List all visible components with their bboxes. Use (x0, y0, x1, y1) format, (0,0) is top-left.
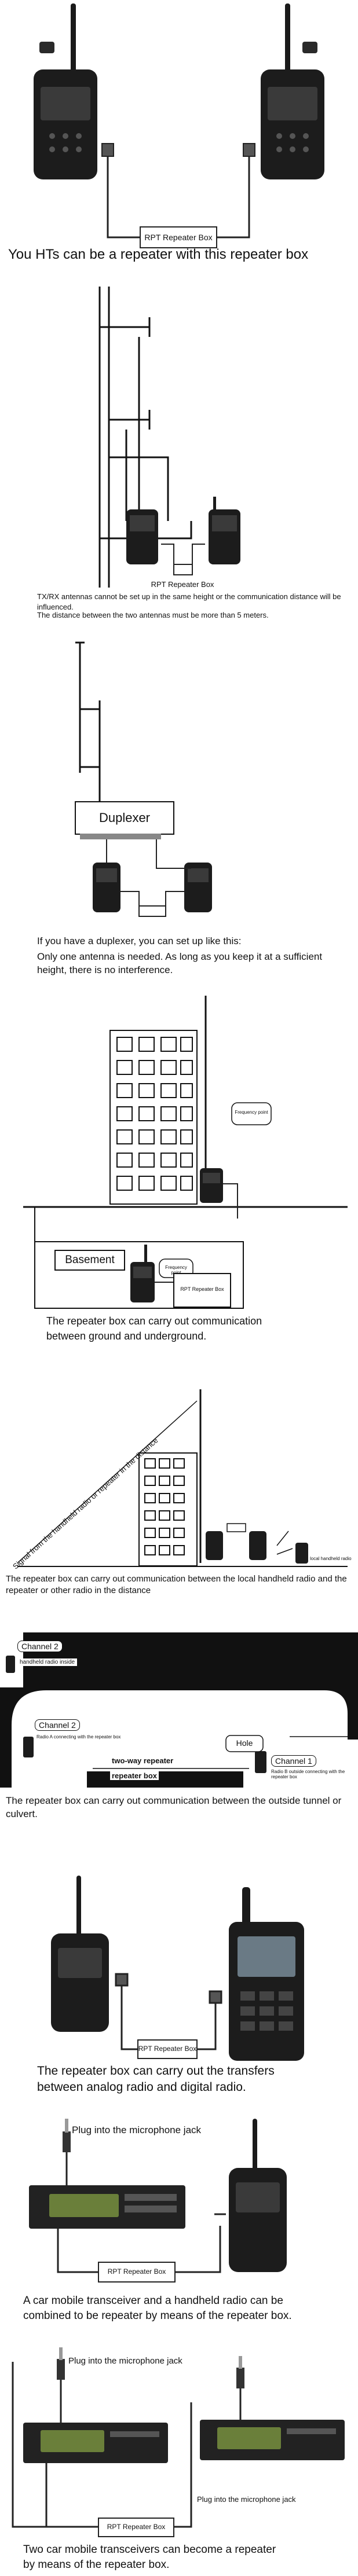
repeater-box-icon (137, 2039, 198, 2059)
handheld-radio-b-icon (249, 1531, 266, 1560)
handheld-radio-ground-icon (200, 1168, 223, 1203)
building-icon (109, 1030, 198, 1205)
microphone-plug-left-icon (57, 2347, 65, 2380)
section-5-caption: The repeater box can carry out communica… (6, 1574, 347, 1596)
digital-radio-icon (229, 1887, 304, 2061)
repeater-box-icon (98, 2262, 176, 2283)
channel1-label: Channel 1 (271, 1755, 316, 1767)
radio-b-label: Radio B outside connecting with the repe… (271, 1769, 345, 1779)
repeater-box-label: RPT Repeater Box (180, 1286, 224, 1292)
section-ht-repeater: RPT Repeater Box You HTs can be a repeat… (0, 0, 358, 272)
section-two-car-transceivers: Plug into the microphone jack Plug into … (0, 2327, 358, 2576)
connection-cables (101, 143, 255, 238)
distance-diagram (17, 1389, 348, 1567)
handheld-radio-basement-icon (130, 1245, 155, 1302)
local-handheld-radio-icon (295, 1543, 308, 1564)
duplexer-label: Duplexer (98, 810, 151, 825)
car-transceiver-icon (29, 2185, 185, 2229)
handheld-radio-right-icon (184, 863, 212, 912)
section-3-caption-line-2: Only one antenna is needed. As long as y… (37, 951, 323, 975)
handheld-radio-a-icon (206, 1531, 223, 1560)
repeater-box-label: RPT Repeater Box (138, 2045, 197, 2053)
handheld-radio-left-icon (93, 863, 120, 912)
analog-handheld-radio-icon (51, 1876, 109, 2032)
section-tunnel: Channel 2 handheld radio inside Channel … (0, 1632, 358, 1852)
car-transceiver-left-icon (23, 2423, 168, 2463)
handheld-radio-right-icon (261, 3, 324, 179)
section-4-caption-line-2: between ground and underground. (46, 1330, 207, 1342)
frequency-point-upper-bubble (231, 1102, 272, 1125)
handheld-radio-left-icon (126, 509, 158, 564)
microphone-plug-right-icon (236, 2356, 244, 2388)
handheld-radio-icon (229, 2119, 287, 2272)
section-7-caption-line-1: The repeater box can carry out the trans… (37, 2064, 275, 2078)
car-transceiver-right-icon (200, 2420, 345, 2460)
section-8-caption-line-2: combined to be repeater by means of the … (23, 2310, 292, 2322)
handheld-inside-label: handheld radio inside (17, 1658, 78, 1666)
repeater-box-label: RPT Repeater Box (151, 580, 214, 589)
duplexer-diagram (75, 641, 212, 917)
handheld-radio-inside-icon (6, 1656, 15, 1673)
mic-jack-right-label: Plug into the microphone jack (197, 2495, 296, 2504)
section-2-caption-line-1: TX/RX antennas cannot be set up in the s… (37, 592, 341, 611)
two-car-transceivers-diagram (12, 2347, 345, 2537)
section-car-and-handheld: Plug into the microphone jack RPT Repeat… (0, 2096, 358, 2327)
section-9-caption-line-2: by means of the repeater box. (23, 2559, 170, 2571)
section-2-caption-line-2: The distance between the two antennas mu… (37, 611, 269, 619)
frequency-point-lower-label: Frequency point (165, 1265, 187, 1275)
repeater-box-icon (227, 1523, 246, 1532)
section-4-caption-line-1: The repeater box can carry out communica… (46, 1315, 262, 1327)
radio-a-label: Radio A connecting with the repeater box (35, 1734, 123, 1740)
analog-digital-diagram (51, 1876, 304, 2061)
repeater-box-label: RPT Repeater Box (107, 2523, 166, 2531)
section-9-caption-line-1: Two car mobile transceivers can become a… (23, 2544, 276, 2556)
section-8-caption-line-1: A car mobile transceiver and a handheld … (23, 2295, 283, 2307)
basement-label: Basement (65, 1254, 115, 1266)
frequency-point-upper-label: Frequency point (235, 1110, 268, 1115)
section-6-caption: The repeater box can carry out communica… (6, 1795, 342, 1819)
section-duplexer: Duplexer If you have a duplexer, you can… (0, 619, 358, 984)
two-way-repeater-label: two-way repeater (110, 1756, 176, 1765)
local-radio-label: local handheld radio (310, 1556, 352, 1561)
microphone-plug-icon (63, 2119, 71, 2152)
section-two-antennas: RPT Repeater Box TX/RX antennas cannot b… (0, 272, 358, 619)
channel2-mid-label: Channel 2 (35, 1719, 80, 1731)
radio-b-icon (255, 1751, 266, 1773)
repeater-box-icon (140, 226, 217, 248)
section-basement: Frequency point Frequency point Basement… (0, 984, 358, 1372)
radio-a-icon (23, 1737, 34, 1757)
repeater-box-label: RPT Repeater Box (107, 2267, 166, 2276)
section-analog-digital: RPT Repeater Box The repeater box can ca… (0, 1852, 358, 2096)
handheld-radio-right-icon (209, 497, 240, 564)
signal-line (17, 1400, 198, 1564)
channel2-top-label: Channel 2 (17, 1641, 63, 1652)
hole-marker (225, 1735, 264, 1752)
handheld-radio-left-icon (34, 3, 97, 179)
mic-jack-label: Plug into the microphone jack (72, 2124, 202, 2135)
section-3-caption-line-1: If you have a duplexer, you can set up l… (37, 935, 242, 946)
building-icon (138, 1452, 198, 1566)
repeater-box-label: repeater box (110, 1771, 159, 1780)
cable-icon (161, 544, 205, 575)
ht-repeater-diagram (34, 3, 324, 248)
basement-diagram (23, 996, 348, 1309)
hole-label: Hole (236, 1738, 253, 1748)
repeater-box-icon (173, 1273, 231, 1308)
repeater-box-label: RPT Repeater Box (144, 233, 213, 242)
section-distance: Signal from the handheld radio or repeat… (0, 1372, 358, 1632)
section-7-caption-line-2: between analog radio and digital radio. (37, 2080, 246, 2094)
car-handheld-diagram (29, 2119, 287, 2283)
mic-jack-left-label: Plug into the microphone jack (68, 2356, 182, 2366)
section-1-caption: You HTs can be a repeater with this repe… (8, 247, 309, 262)
repeater-box-icon (98, 2518, 174, 2537)
two-antenna-diagram (98, 287, 240, 588)
